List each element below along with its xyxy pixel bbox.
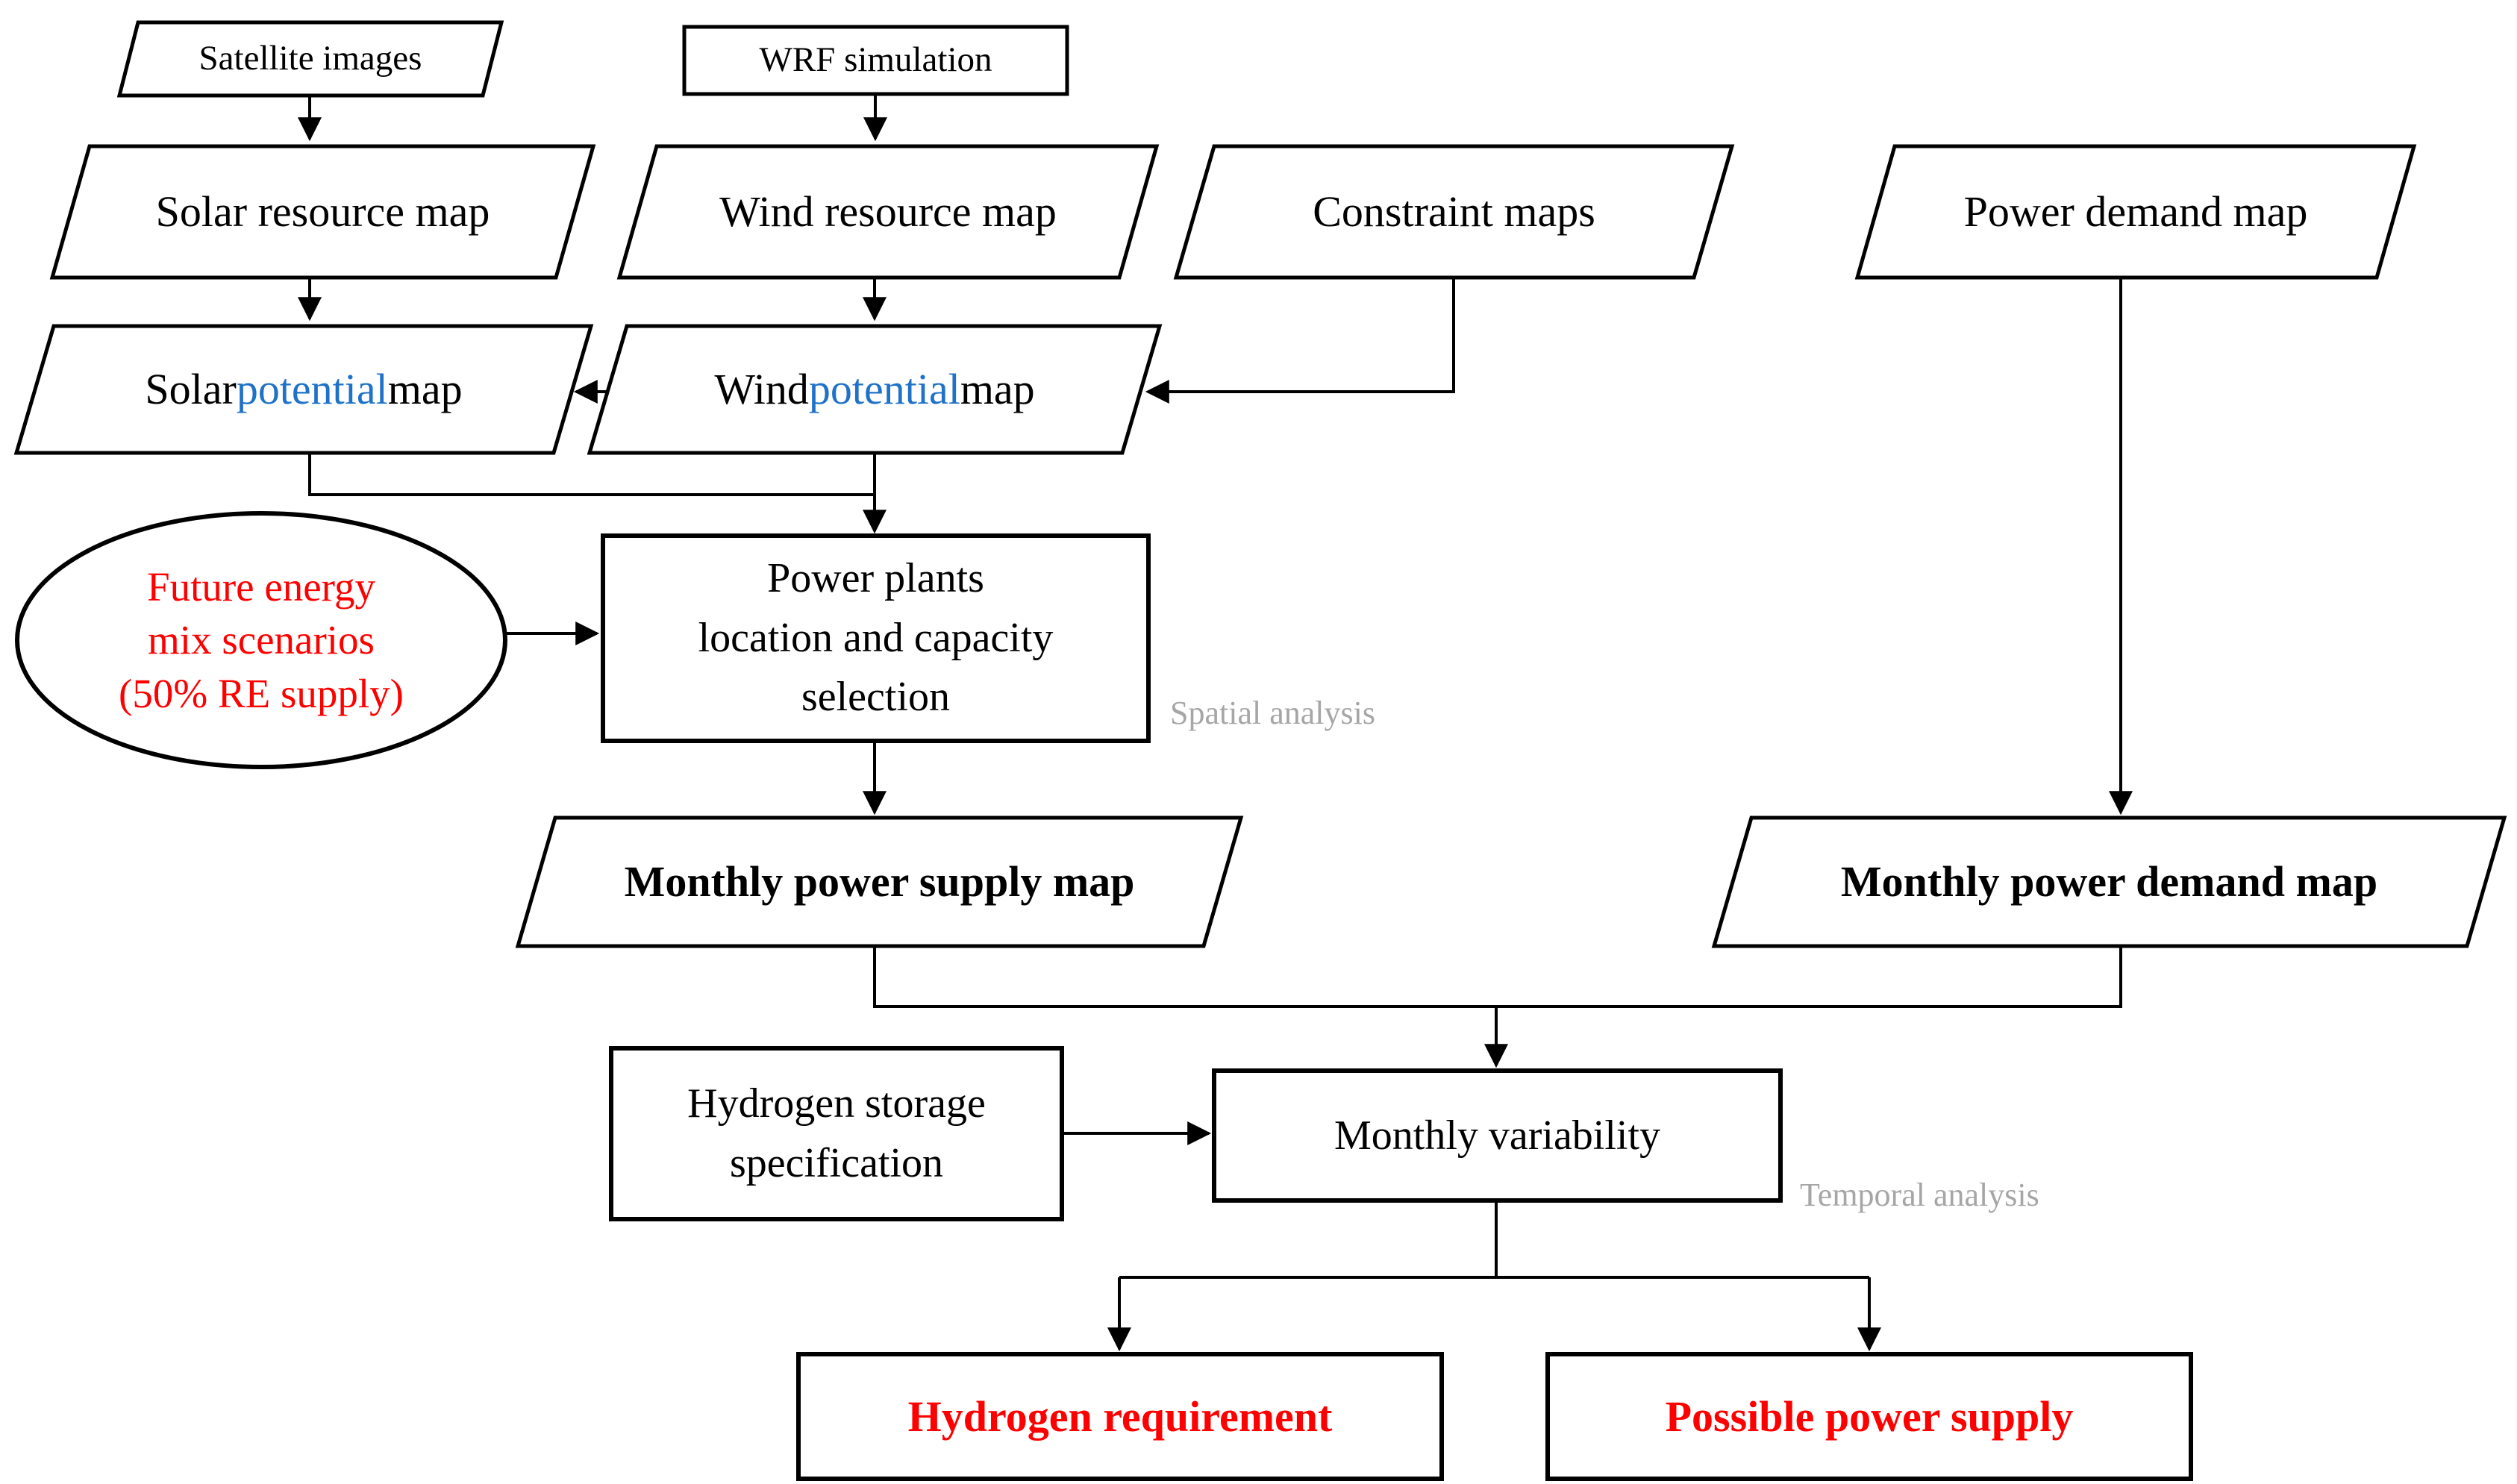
- arrow-constraint-to-wind-potential: [1145, 278, 1455, 404]
- monthly-power-supply-map-shape: [515, 815, 1244, 948]
- solar-potential-map-shape: [13, 324, 594, 455]
- power-plants-selection-shape: [601, 533, 1151, 743]
- connector-solar-potential-join: [308, 453, 875, 496]
- future-energy-mix-shape: [15, 511, 507, 769]
- constraint-maps-shape: [1173, 144, 1735, 280]
- wrf-simulation-shape: [682, 25, 1069, 96]
- wind-potential-map-shape: [587, 324, 1163, 455]
- monthly-variability-shape: [1212, 1068, 1783, 1203]
- power-demand-map-shape: [1854, 144, 2417, 280]
- wind-resource-map-shape: [616, 144, 1160, 280]
- monthly-power-demand-map-shape: [1711, 815, 2507, 948]
- satellite-images-shape: [116, 20, 504, 98]
- solar-resource-map-shape: [49, 144, 596, 280]
- hydrogen-requirement-shape: [796, 1352, 1444, 1481]
- hydrogen-storage-spec-shape: [609, 1046, 1064, 1221]
- connector-demand-to-junction: [1496, 946, 2122, 1008]
- connector-supply-to-junction: [873, 946, 1496, 1008]
- possible-power-supply-shape: [1545, 1352, 2193, 1481]
